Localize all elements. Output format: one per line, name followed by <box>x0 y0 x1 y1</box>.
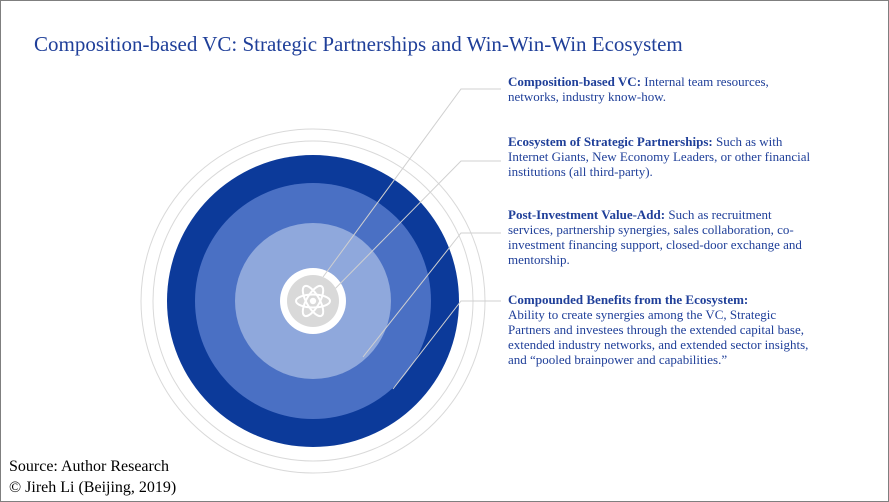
callout-line-4 <box>392 300 501 390</box>
callout-compounded-benefits: Compounded Benefits from the Ecosystem: … <box>508 292 818 367</box>
callout-text: Internal team resources, networks, indus… <box>508 74 769 104</box>
atom-icon <box>287 275 339 327</box>
callout-heading: Composition-based VC: <box>508 74 642 89</box>
callout-text: Such as recruitment services, partnershi… <box>508 207 802 267</box>
callout-line-2 <box>322 160 501 302</box>
callout-strategic-partnerships: Ecosystem of Strategic Partnerships: Suc… <box>508 134 818 179</box>
callout-post-investment: Post-Investment Value-Add: Such as recru… <box>508 207 818 267</box>
callout-lines <box>322 88 501 390</box>
callout-heading: Post-Investment Value-Add: <box>508 207 666 222</box>
page-title: Composition-based VC: Strategic Partners… <box>34 32 683 56</box>
callout-text: Such as with Internet Giants, New Econom… <box>508 134 811 179</box>
callout-heading: Ecosystem of Strategic Partnerships: <box>508 134 713 149</box>
copyright-note: © Jireh Li (Beijing, 2019) <box>9 479 177 496</box>
callout-heading: Compounded Benefits from the Ecosystem: <box>508 292 749 307</box>
callout-composition-vc: Composition-based VC: Internal team reso… <box>508 74 818 104</box>
source-note: Source: Author Research <box>9 458 169 475</box>
callout-text: Ability to create synergies among the VC… <box>508 307 809 367</box>
callout-line-3 <box>362 232 501 358</box>
callout-line-1 <box>322 88 501 278</box>
